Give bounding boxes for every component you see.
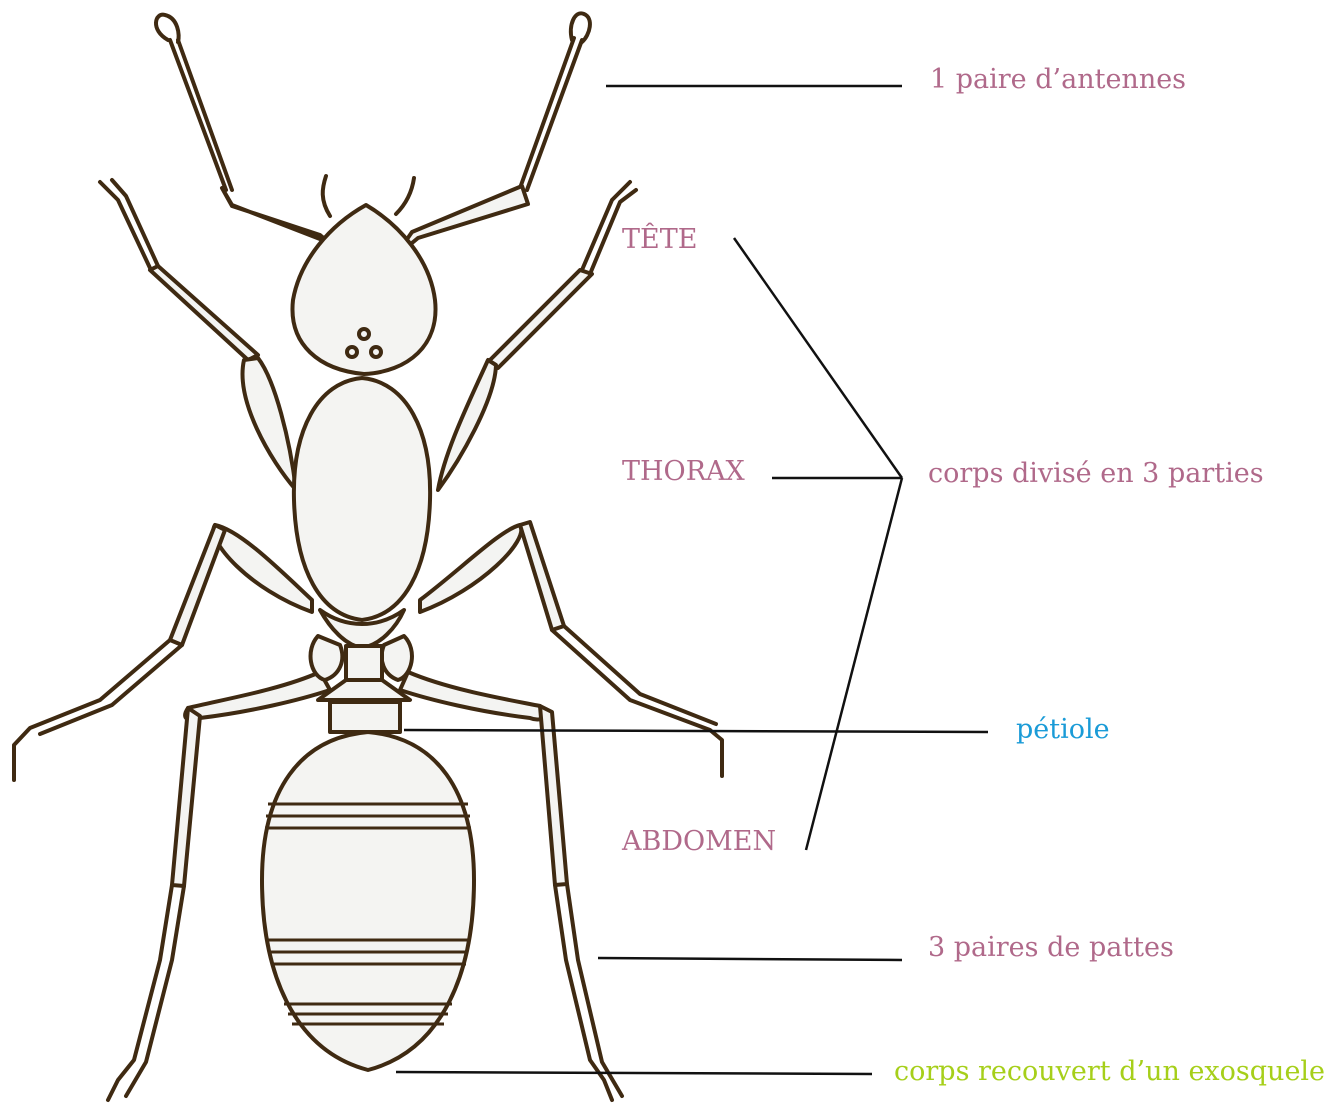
thorax-segment [294, 378, 430, 620]
right-antenna-flagellum [520, 38, 574, 188]
head [292, 176, 435, 374]
head-label: TÊTE [622, 224, 697, 256]
thorax-label: THORAX [622, 456, 745, 488]
ocellus-right [371, 347, 381, 357]
ocellus-top [359, 329, 369, 339]
hind-right-leg-femur [400, 672, 544, 720]
middle-right-leg-tibia [520, 522, 564, 630]
middle-right-leg-femur [420, 525, 521, 612]
abdomen-pointer [806, 478, 902, 850]
hind-right-leg-tibia [540, 706, 567, 885]
front-right-leg-tibia [438, 360, 496, 490]
petiole-pointer [404, 730, 988, 732]
hind-left-leg-tarsus [108, 885, 184, 1100]
left-antenna-club [156, 15, 179, 42]
front-left-leg-tibia [243, 358, 296, 490]
ocellus-left [347, 347, 357, 357]
thorax [294, 378, 430, 680]
right-coxa [382, 636, 412, 680]
exoskeleton-pointer [396, 1072, 872, 1074]
hind-left-leg-femur [185, 672, 330, 720]
left-coxa [311, 636, 343, 680]
petiole-label: pétiole [1016, 714, 1110, 746]
front-left-leg-femur [150, 266, 258, 360]
middle-left-leg-tibia [170, 525, 225, 645]
petiole-node-upper [346, 646, 382, 680]
front-right-leg-femur [488, 270, 592, 368]
exoskeleton-label: corps recouvert d’un exosquelette [894, 1056, 1324, 1088]
gaster [262, 732, 474, 1070]
right-mandible [396, 178, 414, 214]
left-antenna-flagellum [170, 40, 226, 190]
legs-label: 3 paires de pattes [928, 932, 1174, 964]
petiole-node-lower [330, 702, 400, 732]
petiole-scale [318, 680, 410, 700]
abdomen [262, 732, 474, 1070]
head-pointer [734, 238, 902, 478]
right-antenna-flagellum-inner [527, 40, 582, 190]
left-antenna-flagellum-inner [178, 40, 232, 190]
hind-right-leg-tarsus [555, 884, 622, 1100]
middle-right-leg-tarsus [552, 626, 722, 776]
abdomen-label: ABDOMEN [622, 826, 776, 858]
left-mandible [323, 176, 330, 216]
antennae-label: 1 paire d’antennes [930, 64, 1186, 96]
middle-left-leg-tarsus [14, 640, 182, 780]
body-divided-label: corps divisé en 3 parties [928, 458, 1264, 490]
legs-pointer [598, 958, 902, 960]
hind-left-leg-tibia [172, 708, 200, 886]
front-left-leg-tarsus [100, 180, 158, 268]
